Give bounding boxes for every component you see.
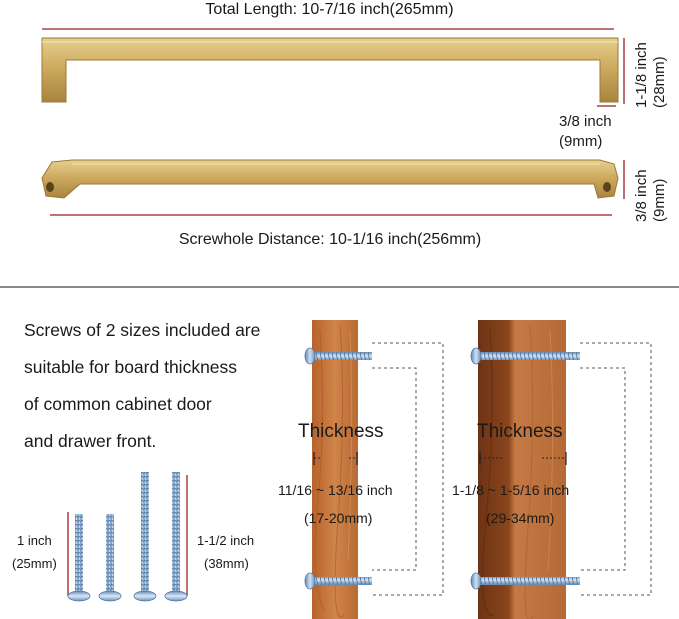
leg-width-mm-label: (9mm) — [559, 133, 603, 150]
thick-board-mm-label: (29-34mm) — [486, 510, 555, 526]
thin-board-mm-label: (17-20mm) — [304, 510, 373, 526]
short-screw-inch-label: 1 inch — [17, 533, 52, 548]
leg-width-inch-label: 3/8 inch — [559, 113, 612, 130]
note-line-1: Screws of 2 sizes included are — [24, 320, 261, 340]
screw-note: Screws of 2 sizes included are suitable … — [24, 312, 260, 460]
screwhole-distance-label: Screwhole Distance: 10-1/16 inch(256mm) — [178, 231, 482, 248]
short-screw-icon — [106, 514, 114, 592]
bar-width-inch-label: 3/8 inch — [633, 169, 650, 222]
short-screw-icon — [75, 514, 83, 592]
board-screw-icon — [314, 577, 372, 585]
note-line-3: of common cabinet door — [24, 394, 212, 414]
screw-set — [67, 472, 188, 602]
height-inch-label: 1-1/8 inch — [633, 42, 650, 108]
section-divider — [0, 286, 679, 288]
board-screw-icon — [480, 577, 580, 585]
handle-bottom-view — [41, 159, 619, 199]
handle-side-view — [41, 37, 619, 103]
board-screw-icon — [480, 352, 580, 360]
board-screw-icon — [314, 352, 372, 360]
thick-board-range-label: 1-1/8 ~ 1-5/16 inch — [452, 482, 570, 498]
long-screw-inch-label: 1-1/2 inch — [197, 533, 255, 548]
long-screw-icon — [172, 472, 180, 592]
height-mm-label: (28mm) — [651, 56, 668, 108]
screw-hole-left-icon — [46, 182, 54, 192]
note-line-4: and drawer front. — [24, 431, 157, 451]
total-length-label: Total Length: 10-7/16 inch(265mm) — [205, 1, 454, 18]
thin-board-thickness-label: Thickness — [298, 421, 384, 442]
thin-board-range-label: 11/16 ~ 13/16 inch — [278, 482, 393, 498]
screw-hole-right-icon — [603, 182, 611, 192]
short-screw-mm-label: (25mm) — [12, 556, 57, 571]
thin-board — [304, 320, 444, 619]
long-screw-icon — [141, 472, 149, 592]
bar-width-mm-label: (9mm) — [651, 178, 668, 222]
thick-board-thickness-label: Thickness — [477, 421, 563, 442]
note-line-2: suitable for board thickness — [24, 357, 238, 377]
thick-board — [470, 320, 652, 619]
long-screw-mm-label: (38mm) — [204, 556, 249, 571]
